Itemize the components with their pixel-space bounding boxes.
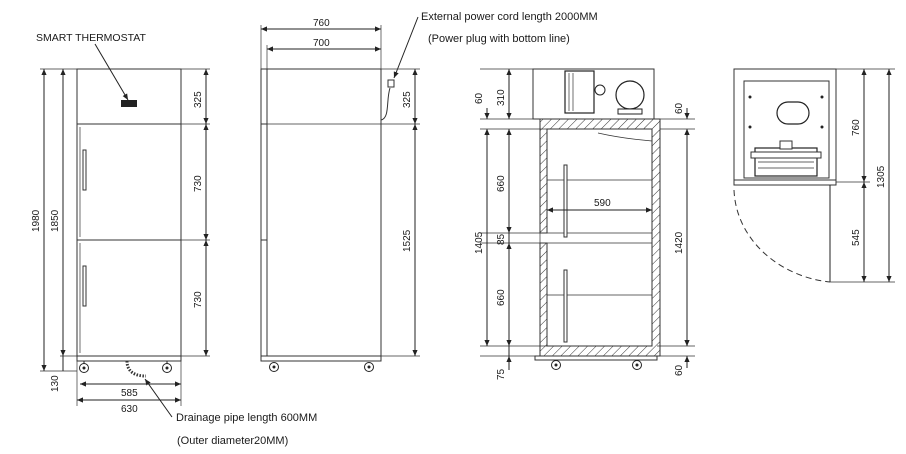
thermostat-display bbox=[121, 100, 137, 107]
section-bottom-right: 60 bbox=[674, 364, 685, 376]
section-top-gap-left: 60 bbox=[474, 92, 485, 104]
smart-thermostat-label: SMART THERMOSTAT bbox=[36, 32, 146, 44]
top-view-door-swing: 545 bbox=[851, 229, 862, 246]
front-outer-width: 630 bbox=[121, 404, 138, 415]
power-cord-leader bbox=[393, 16, 419, 79]
compressor-motor bbox=[615, 80, 645, 110]
power-plug bbox=[387, 79, 395, 88]
section-shelf-gap: 85 bbox=[496, 233, 507, 245]
section-interior-height: 1405 bbox=[474, 231, 485, 254]
section-view: 590 310 60 1405 660 85 660 75 60 bbox=[474, 68, 695, 380]
drainage-diameter-label: (Outer diameter20MM) bbox=[177, 435, 288, 447]
insulated-cabinet bbox=[539, 118, 661, 357]
side-body bbox=[266, 68, 382, 357]
front-top-panel-height: 325 bbox=[193, 91, 204, 108]
front-feet-height: 130 bbox=[50, 375, 61, 392]
section-top-gap-right: 60 bbox=[674, 102, 685, 114]
front-upper-door bbox=[76, 123, 182, 241]
section-shelf-lower: 660 bbox=[496, 289, 507, 306]
power-cord-label: External power cord length 2000MM bbox=[421, 11, 598, 23]
top-view-total: 1305 bbox=[876, 165, 887, 188]
side-body-depth: 700 bbox=[313, 38, 330, 49]
side-top-panel-height: 325 bbox=[402, 91, 413, 108]
door-swing-arc bbox=[733, 189, 831, 283]
front-lower-door-height: 730 bbox=[193, 291, 204, 308]
thermostat-leader bbox=[94, 43, 129, 101]
front-view: SMART THERMOSTAT 1980 1850 130 325 730 7… bbox=[31, 32, 317, 447]
side-caster-right bbox=[364, 362, 374, 372]
front-top-panel bbox=[76, 68, 182, 125]
upper-door-handle bbox=[82, 149, 87, 191]
power-cord bbox=[380, 87, 391, 121]
power-plug-label: (Power plug with bottom line) bbox=[428, 33, 570, 45]
front-lower-door bbox=[76, 239, 182, 357]
top-view-depth: 760 bbox=[851, 119, 862, 136]
section-caster-right bbox=[632, 360, 642, 370]
side-total-depth: 760 bbox=[313, 18, 330, 29]
side-door-upper bbox=[260, 123, 268, 241]
side-top-panel bbox=[260, 68, 268, 125]
drainage-pipe bbox=[125, 360, 147, 378]
front-inner-width: 585 bbox=[121, 388, 138, 399]
side-view: External power cord length 2000MM (Power… bbox=[260, 11, 598, 372]
side-door-height: 1525 bbox=[402, 229, 413, 252]
lower-door-handle bbox=[82, 265, 87, 307]
section-bottom-left: 75 bbox=[496, 368, 507, 380]
side-door-lower bbox=[260, 239, 268, 357]
section-handle-upper bbox=[563, 164, 568, 238]
front-total-height: 1980 bbox=[31, 209, 42, 232]
section-interior-width: 590 bbox=[594, 198, 611, 209]
section-handle-lower bbox=[563, 269, 568, 343]
side-caster-left bbox=[269, 362, 279, 372]
drainage-pipe-label: Drainage pipe length 600MM bbox=[176, 412, 317, 424]
compressor-unit bbox=[564, 70, 595, 114]
drain-leader bbox=[144, 378, 173, 418]
front-caster-left bbox=[79, 361, 89, 373]
section-shelf-upper: 660 bbox=[496, 175, 507, 192]
section-compressor-height: 310 bbox=[496, 89, 507, 106]
front-upper-door-height: 730 bbox=[193, 175, 204, 192]
top-view-vent bbox=[776, 101, 810, 125]
section-caster-left bbox=[551, 360, 561, 370]
front-body-height: 1850 bbox=[50, 209, 61, 232]
front-caster-right bbox=[162, 361, 172, 373]
top-view: 760 545 1305 bbox=[733, 68, 895, 283]
section-inner-height: 1420 bbox=[674, 231, 685, 254]
